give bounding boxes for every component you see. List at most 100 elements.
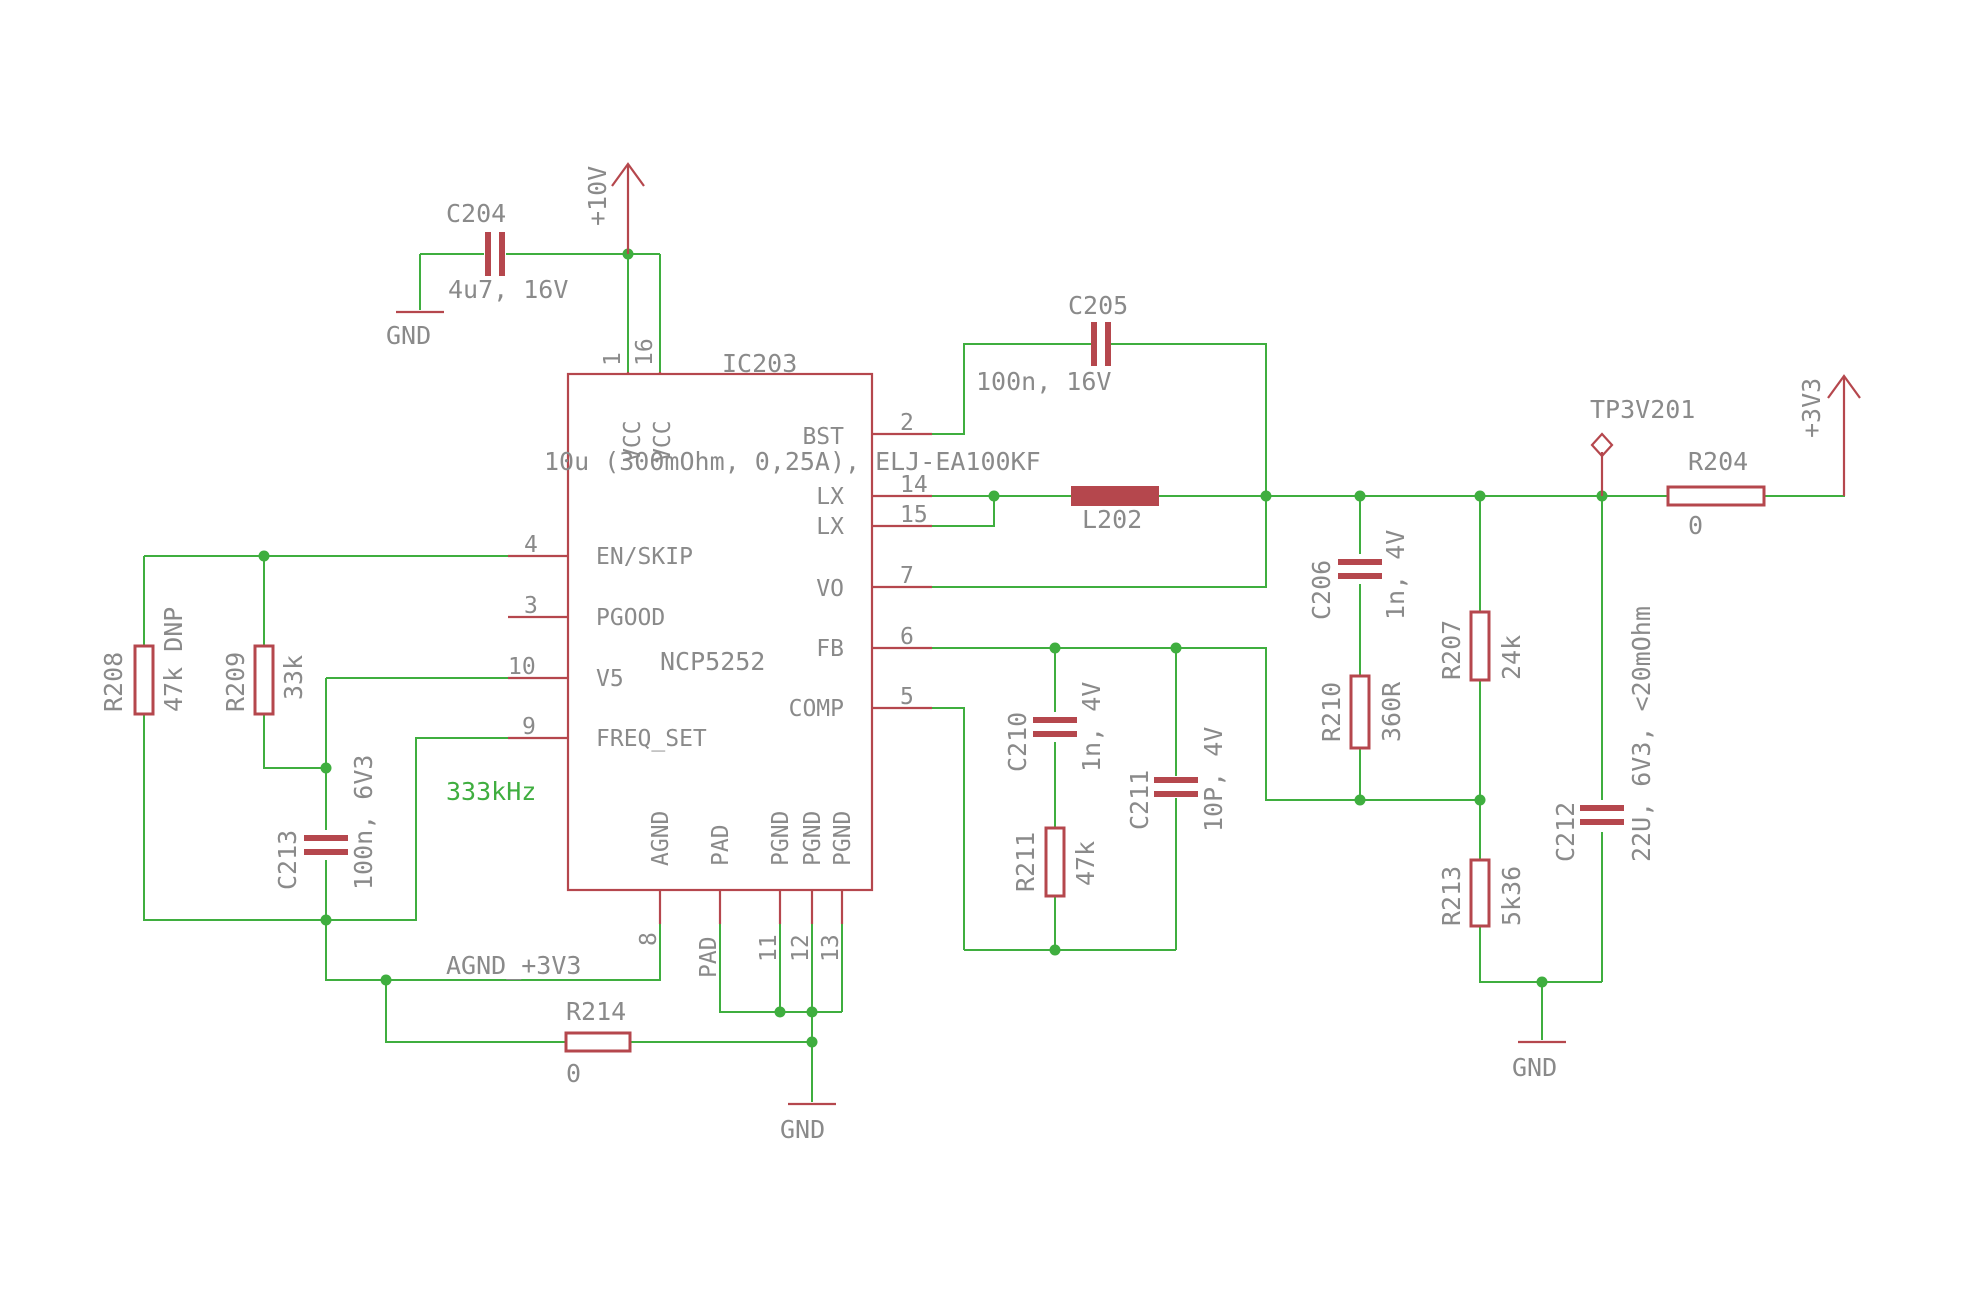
gnd-c204: GND — [386, 310, 444, 350]
r210-value: 360R — [1377, 681, 1406, 742]
pin-num-8: 8 — [636, 932, 662, 946]
r204-ref: R204 — [1688, 447, 1748, 476]
c205-value: 100n, 16V — [976, 367, 1111, 396]
pin-name-vcc-16: VCC — [650, 420, 676, 462]
pin-name-vcc-1: VCC — [620, 420, 646, 462]
pin-num-15: 15 — [900, 502, 928, 528]
pin-name-pgnd-11: PGND — [768, 811, 794, 866]
testpoint-tp3v201: TP3V201 — [1590, 395, 1695, 496]
pin-num-13: 13 — [818, 934, 844, 962]
c204-value: 4u7, 16V — [448, 275, 568, 304]
pin-name-v5: V5 — [596, 666, 624, 692]
gnd-label-3: GND — [1512, 1053, 1557, 1082]
pin-name-lx-14: LX — [816, 484, 844, 510]
inductor-l202: L202 10u (300mOhm, 0,25A), ELJ-EA100KF — [544, 447, 1159, 534]
vin-label: +10V — [583, 166, 612, 226]
l202-value: 10u (300mOhm, 0,25A), ELJ-EA100KF — [544, 447, 1041, 476]
r210-ref: R210 — [1317, 682, 1346, 742]
pin-num-9: 9 — [522, 714, 536, 740]
c206-value: 1n, 4V — [1381, 530, 1410, 620]
resistor-r209: R209 33k — [221, 644, 308, 716]
pin-num-4: 4 — [524, 532, 538, 558]
resistor-r211: R211 47k — [1011, 826, 1100, 898]
pin-name-agnd: AGND — [648, 811, 674, 866]
pin-name-freq-set: FREQ_SET — [596, 726, 707, 752]
pin-name-pgnd-13: PGND — [830, 811, 856, 866]
testpoint-label: TP3V201 — [1590, 395, 1695, 424]
r211-ref: R211 — [1011, 832, 1040, 892]
gnd-label-1: GND — [386, 321, 431, 350]
r214-ref: R214 — [566, 997, 626, 1026]
gnd-label-2: GND — [780, 1115, 825, 1144]
junctions — [258, 248, 1608, 1048]
wires — [143, 253, 1845, 1102]
ic203-ref: IC203 — [722, 349, 797, 378]
frequency-note: 333kHz — [446, 777, 536, 806]
pin-num-11: 11 — [756, 934, 782, 962]
r209-value: 33k — [279, 655, 308, 700]
r208-value: 47k DNP — [159, 607, 188, 712]
l202-ref: L202 — [1082, 505, 1142, 534]
c204-ref: C204 — [446, 199, 506, 228]
capacitor-c210: C210 1n, 4V — [1003, 682, 1106, 772]
pin-num-7: 7 — [900, 563, 914, 589]
pin-name-en-skip: EN/SKIP — [596, 544, 693, 570]
r204-value: 0 — [1688, 511, 1703, 540]
capacitor-c211: C211 10P, 4V — [1125, 727, 1228, 832]
capacitor-c206: C206 1n, 4V — [1307, 530, 1410, 620]
r213-ref: R213 — [1437, 866, 1466, 926]
resistor-r208: R208 47k DNP — [99, 607, 188, 716]
c211-ref: C211 — [1125, 770, 1154, 830]
r207-ref: R207 — [1437, 620, 1466, 680]
pin-num-10: 10 — [508, 654, 536, 680]
c206-ref: C206 — [1307, 560, 1336, 620]
pin-num-14: 14 — [900, 472, 928, 498]
pin-name-vo: VO — [816, 576, 844, 602]
capacitor-c204: C204 4u7, 16V — [446, 199, 568, 304]
r208-ref: R208 — [99, 652, 128, 712]
pin-num-pad: PAD — [696, 936, 722, 978]
r211-value: 47k — [1071, 841, 1100, 886]
c212-value: 22U, 6V3, <20mOhm — [1627, 606, 1656, 862]
pin-name-comp: COMP — [789, 696, 844, 722]
c213-ref: C213 — [273, 830, 302, 890]
vout-label: +3V3 — [1797, 378, 1826, 438]
pin-num-12: 12 — [788, 934, 814, 962]
r209-ref: R209 — [221, 652, 250, 712]
r214-value: 0 — [566, 1059, 581, 1088]
gnd-main: GND — [780, 1102, 836, 1144]
c213-value: 100n, 6V3 — [349, 755, 378, 890]
capacitor-c213: C213 100n, 6V3 — [273, 755, 378, 890]
pin-num-16: 16 — [632, 338, 658, 366]
agnd-net-label: AGND_+3V3 — [446, 951, 581, 980]
capacitor-c212: C212 22U, 6V3, <20mOhm — [1551, 606, 1656, 862]
resistor-r213: R213 5k36 — [1437, 858, 1526, 928]
pin-name-bst: BST — [802, 424, 844, 450]
r207-value: 24k — [1497, 635, 1526, 680]
pin-name-pgood: PGOOD — [596, 605, 665, 631]
pin-name-fb: FB — [816, 636, 844, 662]
resistor-r214: R214 0 — [564, 997, 632, 1088]
r213-value: 5k36 — [1497, 866, 1526, 926]
resistor-r204: R204 0 — [1666, 447, 1766, 540]
pin-num-6: 6 — [900, 624, 914, 650]
c210-ref: C210 — [1003, 712, 1032, 772]
supply-3v3: +3V3 — [1797, 374, 1861, 496]
resistor-r210: R210 360R — [1317, 674, 1406, 750]
pin-name-pgnd-12: PGND — [800, 811, 826, 866]
c212-ref: C212 — [1551, 802, 1580, 862]
c205-ref: C205 — [1068, 291, 1128, 320]
c211-value: 10P, 4V — [1199, 727, 1228, 832]
resistor-r207: R207 24k — [1437, 610, 1526, 682]
pin-num-2: 2 — [900, 410, 914, 436]
pin-num-3: 3 — [524, 593, 538, 619]
supply-10v: +10V — [583, 162, 645, 254]
pin-name-lx-15: LX — [816, 514, 844, 540]
c210-value: 1n, 4V — [1077, 682, 1106, 772]
gnd-output: GND — [1512, 1040, 1566, 1082]
pin-num-5: 5 — [900, 684, 914, 710]
pin-num-1: 1 — [600, 352, 626, 366]
ic203-part: NCP5252 — [660, 647, 765, 676]
pin-name-pad: PAD — [708, 824, 734, 866]
